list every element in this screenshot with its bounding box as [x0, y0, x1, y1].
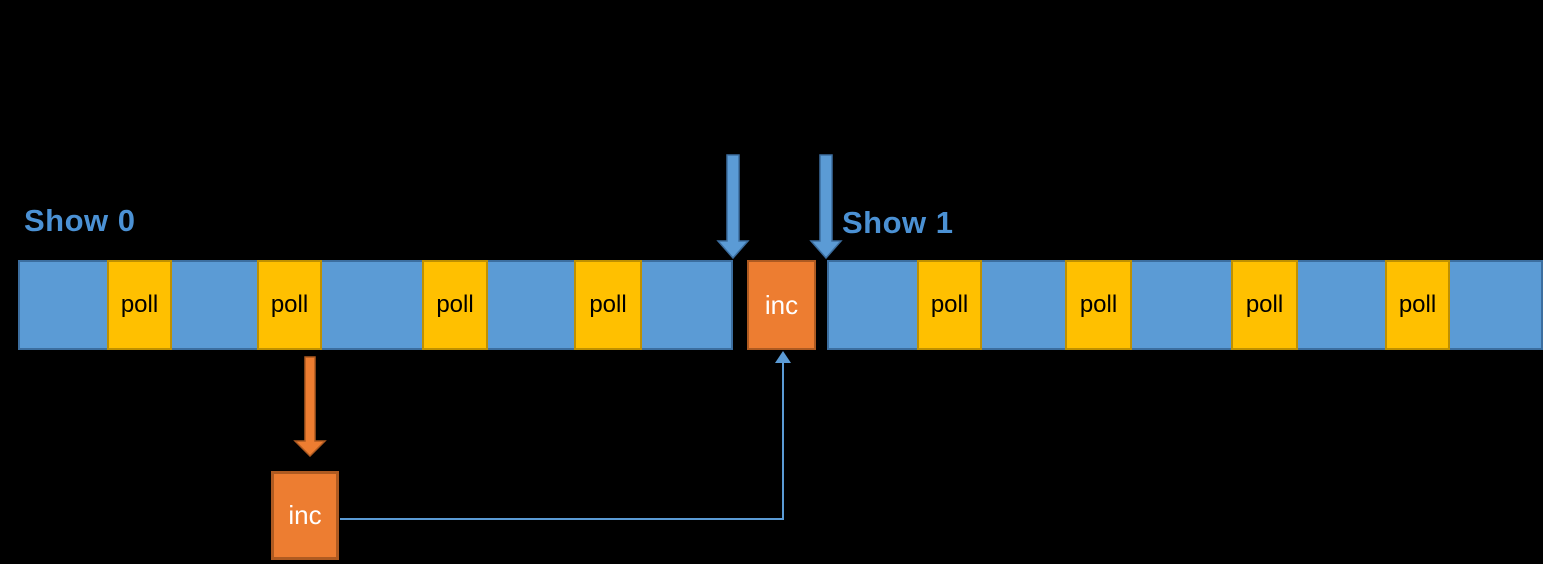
inc-label: inc [764, 289, 799, 320]
poll-label: poll [1245, 291, 1284, 318]
poll-label: poll [1398, 291, 1437, 318]
show-1-start-down-arrow-icon [809, 154, 843, 260]
poll-box: poll [107, 260, 172, 350]
poll-box: poll [1065, 260, 1132, 350]
inc-box-inline: inc [747, 260, 816, 350]
show-0-end-down-arrow-icon [716, 154, 750, 260]
poll-label: poll [120, 291, 159, 318]
poll-label: poll [1079, 291, 1118, 318]
show-0-label: Show 0 [24, 203, 136, 238]
poll-box: poll [1385, 260, 1450, 350]
poll-box: poll [1231, 260, 1298, 350]
poll-label: poll [436, 291, 474, 318]
show-1-label: Show 1 [842, 205, 954, 240]
poll-box: poll [257, 260, 322, 350]
poll-label: poll [270, 291, 309, 318]
inc-label: inc [288, 500, 322, 530]
connector-line-horizontal [340, 518, 784, 520]
connector-up-arrowhead-icon [775, 351, 791, 363]
poll-label: poll [930, 291, 969, 318]
poll-box: poll [917, 260, 982, 350]
poll-box: poll [422, 260, 488, 350]
poll-box: poll [574, 260, 642, 350]
deferred-inc-down-arrow-icon [293, 356, 327, 457]
inc-box-deferred: inc [271, 471, 339, 560]
poll-label: poll [589, 291, 627, 318]
connector-line-vertical [782, 362, 784, 520]
